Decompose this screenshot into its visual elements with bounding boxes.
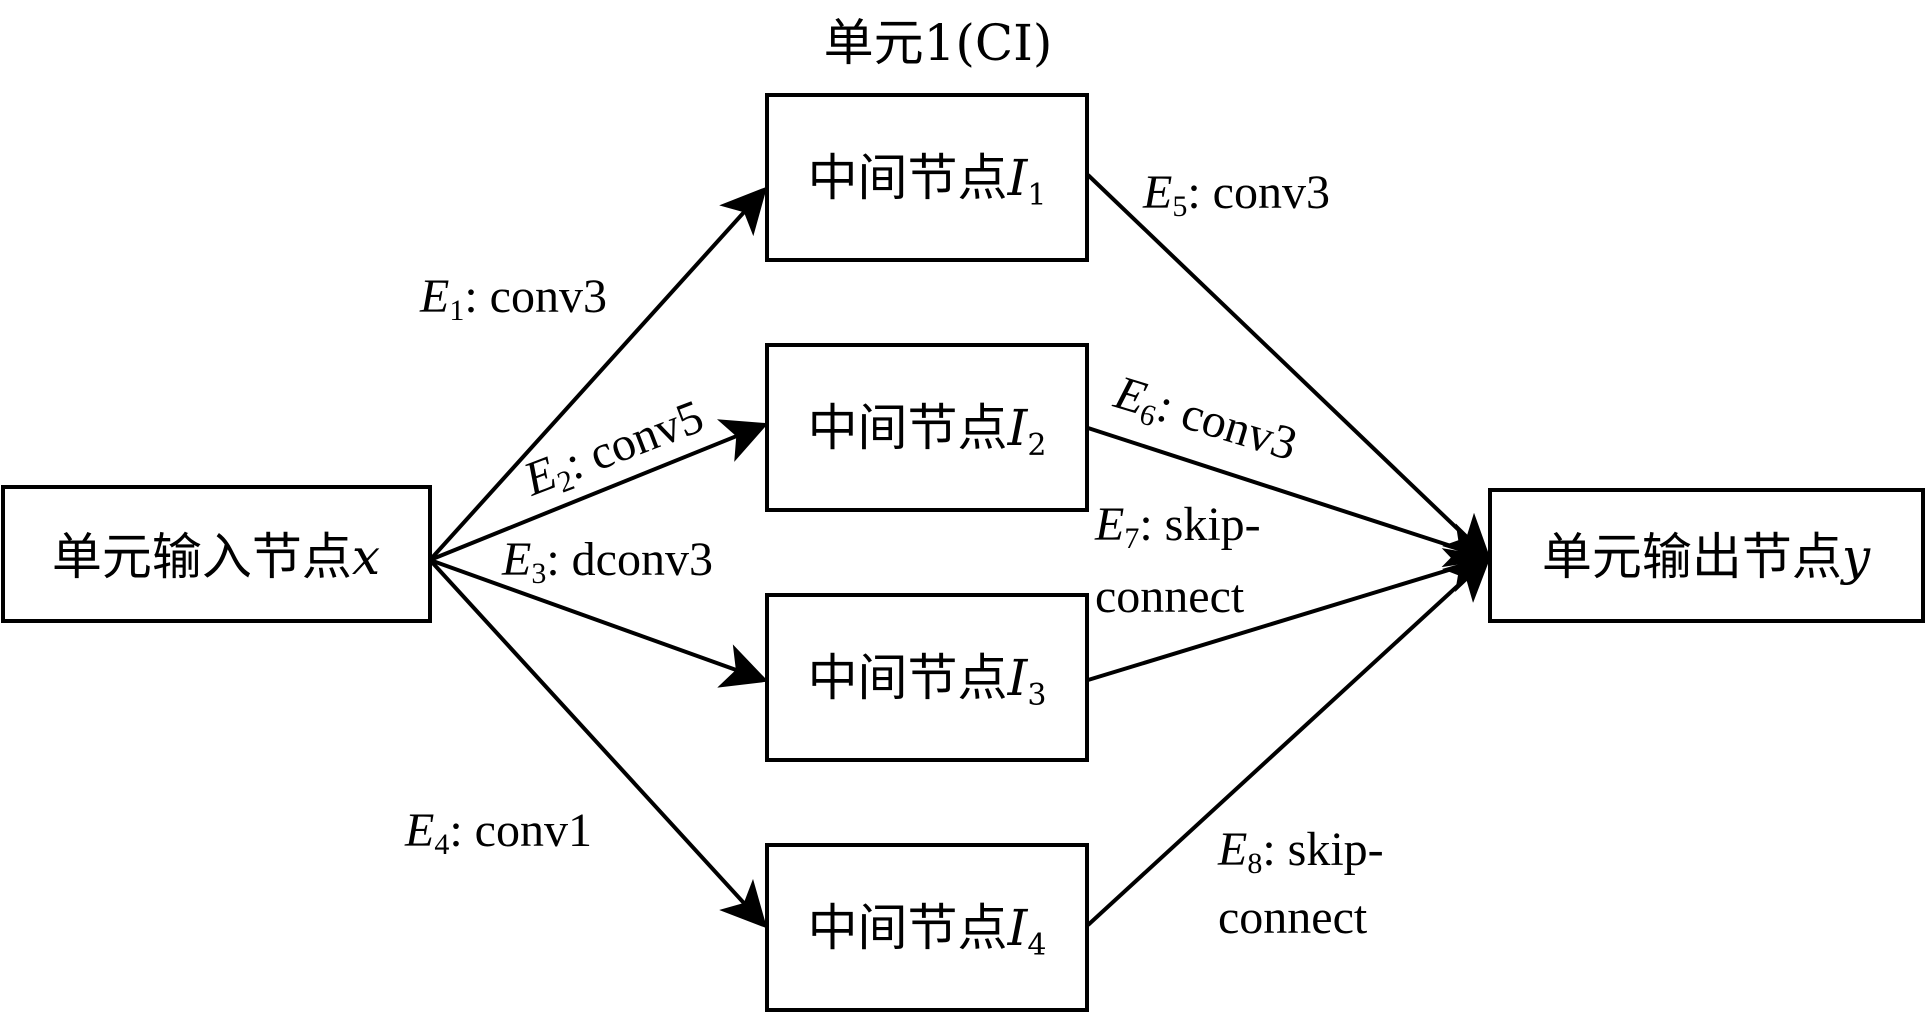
intermediate-node-label: 中间节点 bbox=[808, 649, 1008, 707]
intermediate-node-3: 中间节点I3 bbox=[765, 593, 1089, 762]
intermediate-node-sub: 2 bbox=[1027, 428, 1046, 463]
intermediate-node-sub: 4 bbox=[1027, 928, 1046, 963]
intermediate-node-1: 中间节点I1 bbox=[765, 93, 1089, 262]
intermediate-node-4: 中间节点I4 bbox=[765, 843, 1089, 1012]
edge-e4-line bbox=[428, 558, 768, 929]
edge-e5-line bbox=[1086, 173, 1492, 562]
edge-e6-line bbox=[1087, 426, 1493, 568]
edge-e8-line bbox=[1086, 554, 1492, 927]
edge-label-e1: E1: conv3 bbox=[419, 270, 607, 327]
intermediate-node-label: 中间节点 bbox=[808, 149, 1008, 207]
svg-text:中间节点I3: 中间节点I3 bbox=[808, 649, 1047, 713]
svg-text:中间节点I1: 中间节点I1 bbox=[808, 149, 1047, 213]
intermediate-node-var: I bbox=[1007, 149, 1029, 207]
edges bbox=[428, 173, 1493, 929]
edge-e7-line bbox=[1087, 548, 1493, 682]
svg-text:中间节点I4: 中间节点I4 bbox=[808, 899, 1047, 963]
svg-text:单元输入节点x: 单元输入节点x bbox=[52, 528, 380, 586]
svg-text:中间节点I2: 中间节点I2 bbox=[808, 399, 1047, 463]
edge-e3-line bbox=[429, 558, 769, 688]
edge-label-e8: E8: skip- bbox=[1217, 823, 1384, 880]
input-node-label: 单元输入节点 bbox=[52, 528, 352, 586]
edge-label-e7-line2: connect bbox=[1095, 570, 1245, 623]
intermediate-node-var: I bbox=[1007, 899, 1029, 957]
intermediate-node-var: I bbox=[1007, 649, 1029, 707]
intermediate-node-2: 中间节点I2 bbox=[765, 343, 1089, 512]
output-node-label: 单元输出节点 bbox=[1542, 528, 1842, 586]
intermediate-node-label: 中间节点 bbox=[808, 399, 1008, 457]
intermediate-node-sub: 3 bbox=[1027, 678, 1046, 713]
edge-label-e6: E6: conv3 bbox=[1107, 366, 1303, 475]
edge-label-e7: E7: skip- bbox=[1094, 498, 1261, 555]
cell-title: 单元1(CI) bbox=[824, 14, 1053, 72]
edge-e1-line bbox=[428, 186, 768, 562]
edge-label-e4: E4: conv1 bbox=[404, 804, 592, 861]
output-node: 单元输出节点y bbox=[1488, 488, 1925, 623]
svg-text:单元输出节点y: 单元输出节点y bbox=[1542, 528, 1871, 586]
input-node: 单元输入节点x bbox=[1, 485, 432, 623]
intermediate-node-var: I bbox=[1007, 399, 1029, 457]
output-node-var: y bbox=[1840, 528, 1871, 586]
edge-label-e5: E5: conv3 bbox=[1142, 166, 1330, 223]
edge-label-e3: E3: dconv3 bbox=[501, 533, 713, 590]
edge-label-e8-line2: connect bbox=[1218, 891, 1368, 944]
input-node-var: x bbox=[352, 528, 380, 586]
edge-e2-line bbox=[429, 419, 769, 562]
intermediate-node-sub: 1 bbox=[1027, 178, 1046, 213]
intermediate-node-label: 中间节点 bbox=[808, 899, 1008, 957]
edge-label-e2: E2: conv5 bbox=[516, 390, 712, 511]
